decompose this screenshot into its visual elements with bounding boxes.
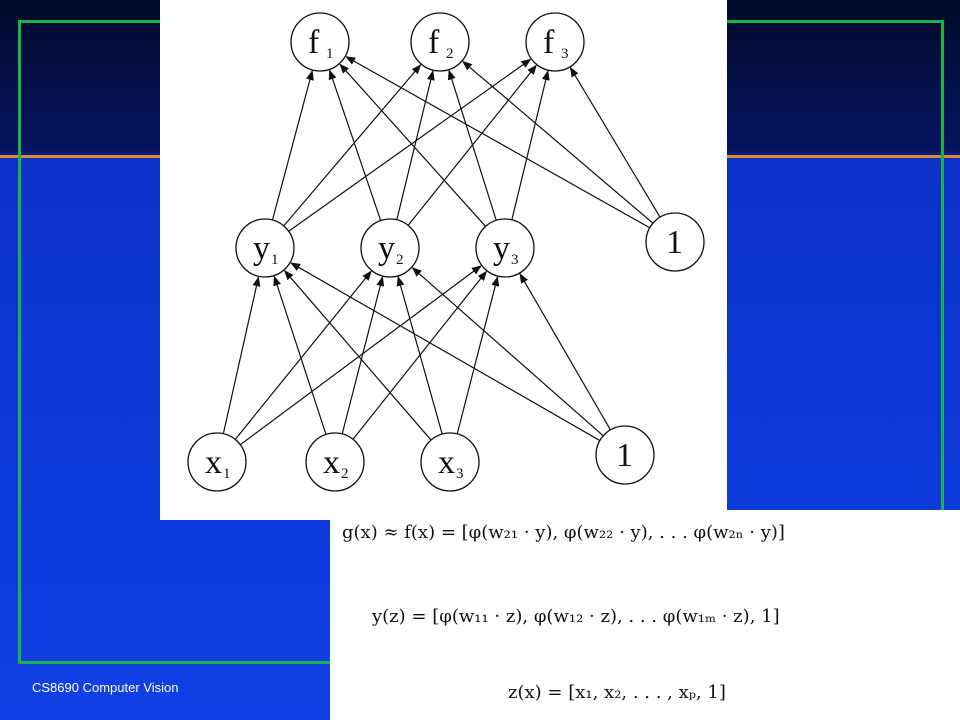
hidden-node-3-label: y [493,230,510,267]
equation-input-layer: z(x) = [x₁, x₂, . . . , xₚ, 1] [508,682,726,703]
edge-input2-hidden1 [273,275,327,435]
input-node-1-label: x [205,444,222,481]
output-node-3-subscript: 3 [561,46,569,62]
output-node-2-circle [410,12,470,72]
output-node-1-subscript: 1 [326,46,334,62]
output-node-1-label: f [308,24,320,61]
hidden-node-1-subscript: 1 [271,252,279,268]
edge-input2-hidden2 [341,276,385,435]
output-node-3-label: f [543,24,555,61]
output-node-2-subscript: 2 [446,46,454,62]
edge-input3-hidden3 [456,276,500,435]
edge-input4-hidden3 [519,273,611,431]
hidden-node-2-subscript: 2 [396,252,404,268]
edge-hidden4-output2 [462,60,654,224]
output-node-2-label: f [428,24,440,61]
edge-hidden3-output2 [447,69,497,221]
edge-hidden4-output3 [569,66,661,218]
connection-edges [222,56,661,446]
edge-input1-hidden2 [234,270,372,440]
edge-hidden3-output1 [339,63,487,227]
input-node-2-circle [305,432,365,492]
hidden-bias-node-label: 1 [666,224,683,261]
edge-input1-hidden3 [239,265,482,446]
input-node-3-label: x [438,444,455,481]
edge-hidden1-output3 [288,58,532,232]
output-node-1-circle [290,12,350,72]
equations-panel: g(x) ≈ f(x) = [φ(w₂₁ · y), φ(w₂₂ · y), .… [330,510,960,720]
input-node-3-circle [420,432,480,492]
edge-hidden1-output1 [271,70,314,221]
edge-hidden4-output1 [345,56,651,229]
edge-input1-hidden1 [222,276,261,434]
edge-hidden2-output2 [396,70,435,220]
hidden-node-3-circle [475,218,535,278]
input-node-1-subscript: 1 [223,466,231,482]
edge-input3-hidden2 [396,275,443,435]
input-node-1-circle [187,432,247,492]
equation-hidden-layer: y(z) = [φ(w₁₁ · z), φ(w₁₂ · z), . . . φ(… [372,606,780,627]
input-node-3-subscript: 3 [456,466,464,482]
output-node-3-circle [525,12,585,72]
edge-input4-hidden2 [411,267,604,437]
footer-course-title: CS8690 Computer Vision [32,680,179,695]
hidden-node-2-circle [360,218,420,278]
hidden-bias-node-circle [645,212,705,272]
input-node-2-subscript: 2 [341,466,349,482]
hidden-node-1-circle [235,218,295,278]
edge-hidden3-output3 [511,70,550,220]
edge-input4-hidden1 [290,262,601,442]
hidden-node-3-subscript: 3 [511,252,519,268]
equation-output-layer: g(x) ≈ f(x) = [φ(w₂₁ · y), φ(w₂₂ · y), .… [342,522,785,543]
hidden-bias-node: 1 [645,212,705,272]
edge-input3-hidden1 [283,269,432,441]
input-node-2-label: x [323,444,340,481]
input-bias-node: 1 [595,425,655,485]
hidden-node-2-label: y [378,230,395,267]
hidden-node-1-label: y [253,230,270,267]
input-bias-node-circle [595,425,655,485]
edge-hidden2-output1 [328,69,382,221]
input-bias-node-label: 1 [616,437,633,474]
edge-hidden1-output2 [283,64,422,227]
